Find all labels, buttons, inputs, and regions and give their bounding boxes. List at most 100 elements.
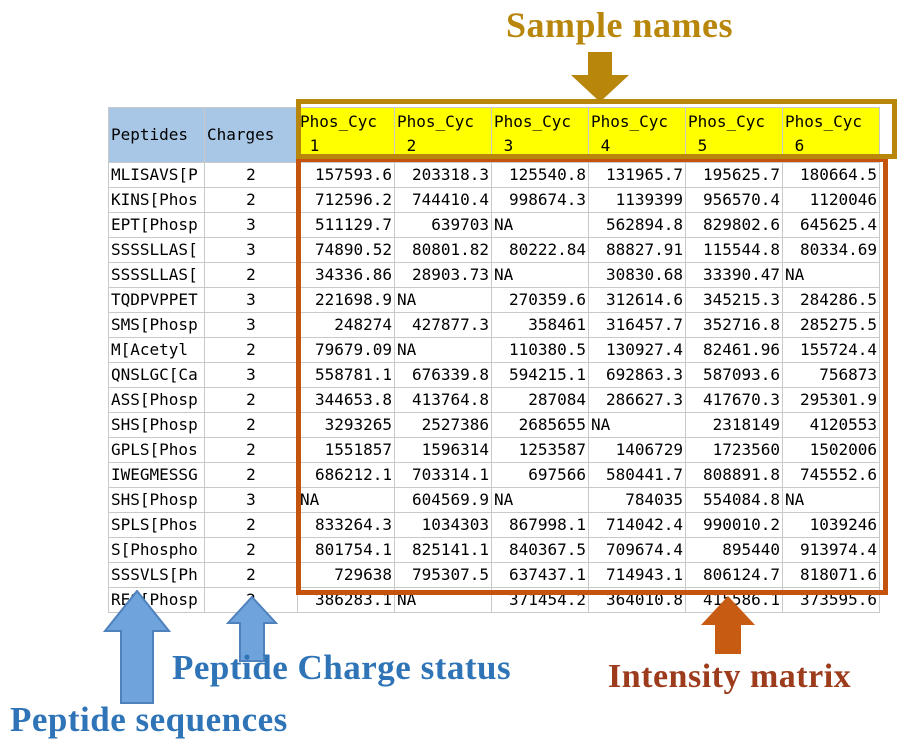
charge-cell[interactable]: 2 bbox=[204, 337, 298, 363]
intensity-cell[interactable]: 3293265 bbox=[297, 412, 395, 438]
intensity-cell[interactable]: 829802.6 bbox=[685, 212, 783, 238]
intensity-cell[interactable]: 427877.3 bbox=[394, 312, 492, 338]
column-header-sample-4[interactable]: Phos_Cyc_4 bbox=[588, 107, 686, 163]
charge-cell[interactable]: 2 bbox=[204, 162, 298, 188]
charge-cell[interactable]: 2 bbox=[204, 412, 298, 438]
column-header-sample-1[interactable]: Phos_Cyc_1 bbox=[297, 107, 395, 163]
charge-cell[interactable]: 3 bbox=[204, 312, 298, 338]
intensity-cell[interactable]: 79679.09 bbox=[297, 337, 395, 363]
charge-cell[interactable]: 2 bbox=[204, 387, 298, 413]
intensity-cell[interactable]: 913974.4 bbox=[782, 537, 880, 563]
intensity-cell[interactable]: 709674.4 bbox=[588, 537, 686, 563]
charge-cell[interactable]: 2 bbox=[204, 562, 298, 588]
intensity-cell[interactable]: 180664.5 bbox=[782, 162, 880, 188]
column-header-sample-2[interactable]: Phos_Cyc_2 bbox=[394, 107, 492, 163]
intensity-cell[interactable]: 1502006 bbox=[782, 437, 880, 463]
intensity-cell[interactable]: 295301.9 bbox=[782, 387, 880, 413]
intensity-cell[interactable]: NA bbox=[491, 212, 589, 238]
column-header-charges[interactable]: Charges bbox=[204, 107, 298, 163]
intensity-cell[interactable]: 594215.1 bbox=[491, 362, 589, 388]
intensity-cell[interactable]: 80801.82 bbox=[394, 237, 492, 263]
intensity-cell[interactable]: 990010.2 bbox=[685, 512, 783, 538]
intensity-cell[interactable]: 1406729 bbox=[588, 437, 686, 463]
intensity-cell[interactable]: NA bbox=[491, 262, 589, 288]
intensity-cell[interactable]: NA bbox=[394, 587, 492, 613]
intensity-cell[interactable]: 364010.8 bbox=[588, 587, 686, 613]
intensity-cell[interactable]: 840367.5 bbox=[491, 537, 589, 563]
intensity-cell[interactable]: 604569.9 bbox=[394, 487, 492, 513]
intensity-cell[interactable]: 344653.8 bbox=[297, 387, 395, 413]
peptide-cell[interactable]: ASS[Phosp bbox=[108, 387, 205, 413]
intensity-cell[interactable]: 795307.5 bbox=[394, 562, 492, 588]
intensity-cell[interactable]: 131965.7 bbox=[588, 162, 686, 188]
intensity-cell[interactable]: 2318149 bbox=[685, 412, 783, 438]
peptide-cell[interactable]: SSSSLLAS[ bbox=[108, 262, 205, 288]
intensity-cell[interactable]: 562894.8 bbox=[588, 212, 686, 238]
intensity-cell[interactable]: 1039246 bbox=[782, 512, 880, 538]
intensity-cell[interactable]: 1139399 bbox=[588, 187, 686, 213]
peptide-cell[interactable]: TQDPVPPET bbox=[108, 287, 205, 313]
intensity-cell[interactable]: 956570.4 bbox=[685, 187, 783, 213]
intensity-cell[interactable]: 729638 bbox=[297, 562, 395, 588]
intensity-cell[interactable]: 221698.9 bbox=[297, 287, 395, 313]
intensity-cell[interactable]: 1723560 bbox=[685, 437, 783, 463]
intensity-cell[interactable]: 744410.4 bbox=[394, 187, 492, 213]
intensity-cell[interactable]: 203318.3 bbox=[394, 162, 492, 188]
intensity-cell[interactable]: 818071.6 bbox=[782, 562, 880, 588]
intensity-cell[interactable]: 358461 bbox=[491, 312, 589, 338]
intensity-cell[interactable]: 1253587 bbox=[491, 437, 589, 463]
intensity-cell[interactable]: 74890.52 bbox=[297, 237, 395, 263]
intensity-cell[interactable]: 345215.3 bbox=[685, 287, 783, 313]
intensity-cell[interactable]: 714042.4 bbox=[588, 512, 686, 538]
charge-cell[interactable]: 2 bbox=[204, 187, 298, 213]
intensity-cell[interactable]: 157593.6 bbox=[297, 162, 395, 188]
charge-cell[interactable]: 2 bbox=[204, 462, 298, 488]
intensity-cell[interactable]: 284286.5 bbox=[782, 287, 880, 313]
intensity-cell[interactable]: 511129.7 bbox=[297, 212, 395, 238]
peptide-cell[interactable]: SSSSLLAS[ bbox=[108, 237, 205, 263]
peptide-cell[interactable]: EPT[Phosp bbox=[108, 212, 205, 238]
charge-cell[interactable]: 3 bbox=[204, 212, 298, 238]
intensity-cell[interactable]: 130927.4 bbox=[588, 337, 686, 363]
intensity-cell[interactable]: 155724.4 bbox=[782, 337, 880, 363]
intensity-cell[interactable]: 1551857 bbox=[297, 437, 395, 463]
intensity-cell[interactable]: 28903.73 bbox=[394, 262, 492, 288]
charge-cell[interactable]: 2 bbox=[204, 437, 298, 463]
peptide-cell[interactable]: SHS[Phosp bbox=[108, 487, 205, 513]
intensity-cell[interactable]: 312614.6 bbox=[588, 287, 686, 313]
intensity-cell[interactable]: 998674.3 bbox=[491, 187, 589, 213]
intensity-cell[interactable]: 745552.6 bbox=[782, 462, 880, 488]
charge-cell[interactable]: 2 bbox=[204, 262, 298, 288]
peptide-cell[interactable]: IWEGMESSG bbox=[108, 462, 205, 488]
intensity-cell[interactable]: 125540.8 bbox=[491, 162, 589, 188]
intensity-cell[interactable]: NA bbox=[782, 262, 880, 288]
intensity-cell[interactable]: 80334.69 bbox=[782, 237, 880, 263]
intensity-cell[interactable]: 270359.6 bbox=[491, 287, 589, 313]
intensity-cell[interactable]: 825141.1 bbox=[394, 537, 492, 563]
intensity-cell[interactable]: 33390.47 bbox=[685, 262, 783, 288]
intensity-cell[interactable]: 352716.8 bbox=[685, 312, 783, 338]
intensity-cell[interactable]: 286627.3 bbox=[588, 387, 686, 413]
intensity-cell[interactable]: 558781.1 bbox=[297, 362, 395, 388]
column-header-sample-3[interactable]: Phos_Cyc_3 bbox=[491, 107, 589, 163]
peptide-cell[interactable]: KINS[Phos bbox=[108, 187, 205, 213]
peptide-cell[interactable]: SHS[Phosp bbox=[108, 412, 205, 438]
intensity-cell[interactable]: 413764.8 bbox=[394, 387, 492, 413]
intensity-cell[interactable]: 692863.3 bbox=[588, 362, 686, 388]
peptide-cell[interactable]: GPLS[Phos bbox=[108, 437, 205, 463]
intensity-cell[interactable]: 2685655 bbox=[491, 412, 589, 438]
intensity-cell[interactable]: NA bbox=[491, 487, 589, 513]
intensity-cell[interactable]: 806124.7 bbox=[685, 562, 783, 588]
intensity-cell[interactable]: 2527386 bbox=[394, 412, 492, 438]
intensity-cell[interactable]: 756873 bbox=[782, 362, 880, 388]
peptide-cell[interactable]: SMS[Phosp bbox=[108, 312, 205, 338]
intensity-cell[interactable]: NA bbox=[588, 412, 686, 438]
charge-cell[interactable]: 3 bbox=[204, 287, 298, 313]
column-header-sample-6[interactable]: Phos_Cyc_6 bbox=[782, 107, 880, 163]
intensity-cell[interactable]: 110380.5 bbox=[491, 337, 589, 363]
intensity-cell[interactable]: 82461.96 bbox=[685, 337, 783, 363]
intensity-cell[interactable]: 1120046 bbox=[782, 187, 880, 213]
intensity-cell[interactable]: 115544.8 bbox=[685, 237, 783, 263]
intensity-cell[interactable]: 784035 bbox=[588, 487, 686, 513]
intensity-cell[interactable]: 80222.84 bbox=[491, 237, 589, 263]
